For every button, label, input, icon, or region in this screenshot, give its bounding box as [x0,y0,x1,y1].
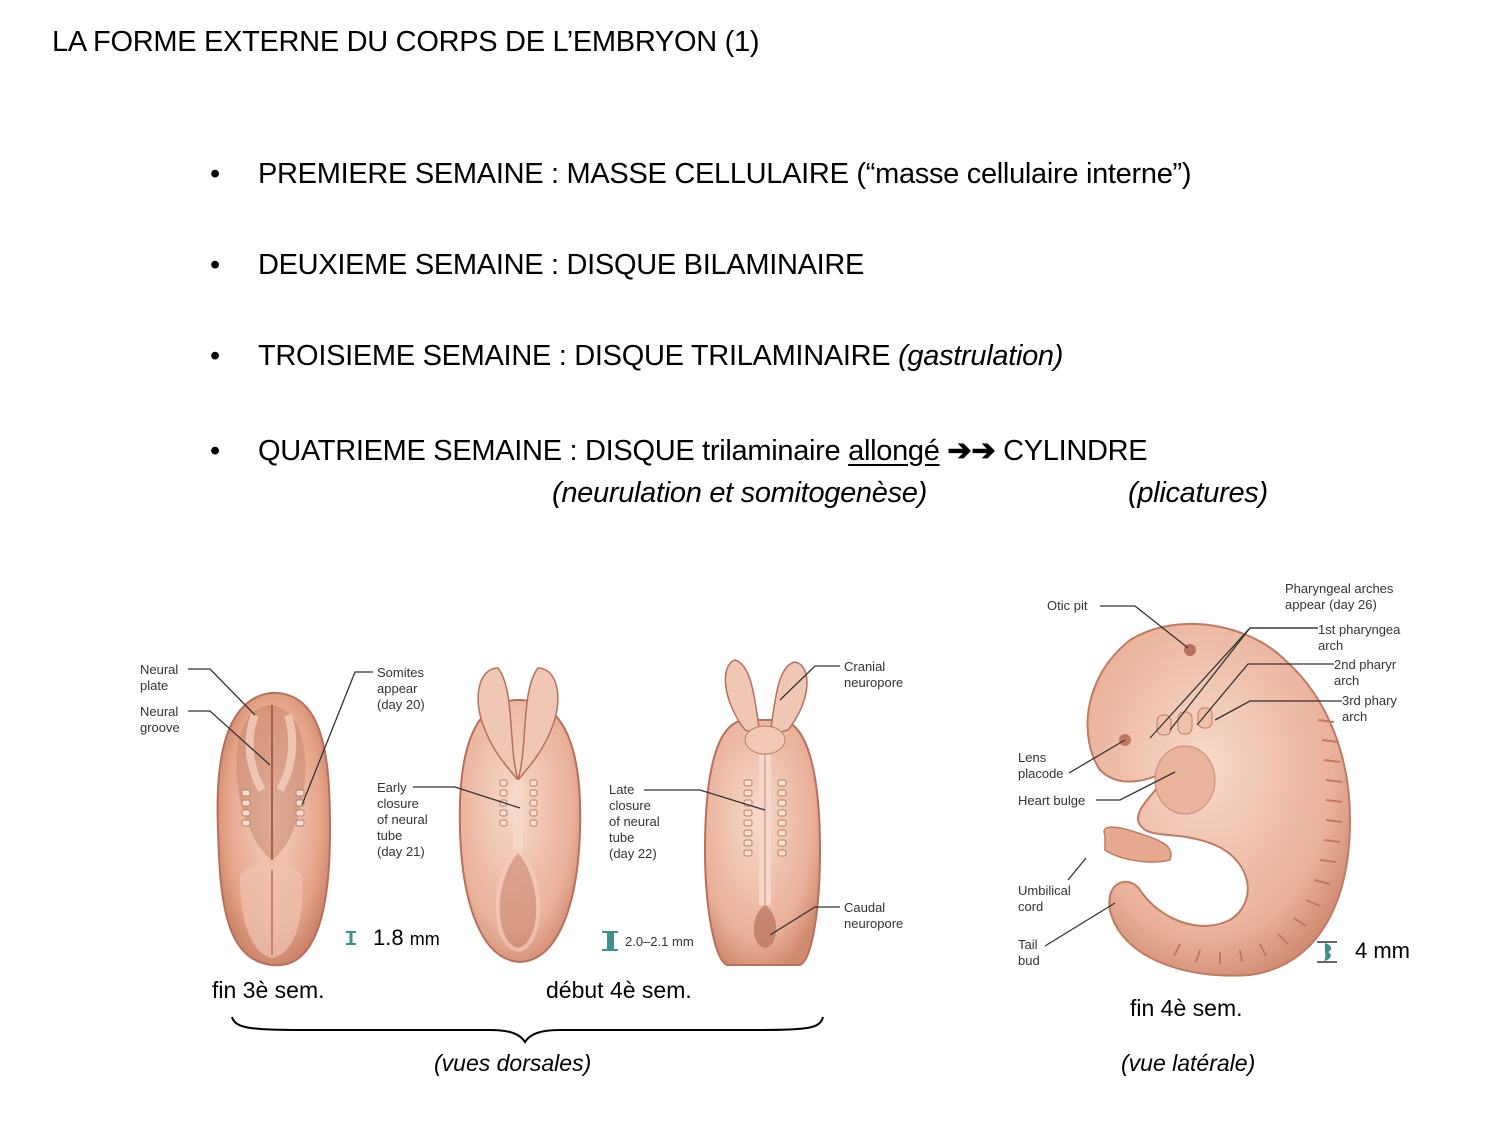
embryo-day21 [458,667,582,964]
caption-fin-4e-sem: fin 4è sem. [1130,995,1243,1021]
label-tail-bud: Tail bud [1018,937,1040,968]
scale-bar-icon [602,931,618,951]
bullet-text: QUATRIEME SEMAINE : DISQUE trilaminaire [258,435,849,467]
embryo-day22 [703,659,822,966]
bullet-text: PREMIERE SEMAINE : MASSE CELLULAIRE (“ma… [258,158,1192,190]
bullet-italic-note: (gastrulation) [898,340,1064,372]
label-cranial-neuropore: Cranial neuropore [844,659,904,690]
bullet-week-3: • TROISIEME SEMAINE : DISQUE TRILAMINAIRE… [210,340,1063,373]
bullet-week-4: • QUATRIEME SEMAINE : DISQUE trilaminaire… [210,433,1148,468]
label-arch-3: 3rd phary arch [1342,693,1397,724]
scale-4mm: 4 mm [1355,938,1410,963]
label-caudal-neuropore: Caudal neuropore [844,900,904,931]
label-neural-groove: Neural groove [140,704,180,735]
caption-vues-dorsales: (vues dorsales) [434,1050,592,1076]
bullet-dot: • [210,340,220,372]
label-lens-placode: Lens placode [1018,750,1064,781]
sub-note-neurulation: (neurulation et somitogenèse) [552,477,927,509]
label-umbilical-cord: Umbilical cord [1018,883,1071,914]
caption-fin-3e-sem: fin 3è sem. [212,977,325,1003]
label-arch-2: 2nd pharyr arch [1334,657,1397,688]
scale-unit: mm [409,929,440,949]
caption-vue-laterale: (vue latérale) [1121,1050,1256,1076]
bullet-end-text: CYLINDRE [1003,435,1148,467]
embryo-day20 [216,691,332,967]
bullet-dot: • [210,158,220,190]
bullet-text: TROISIEME SEMAINE : DISQUE TRILAMINAIRE [258,340,899,372]
label-pharyngeal-arches: Pharyngeal arches appear (day 26) [1285,581,1394,612]
underlined-word: allongé [848,435,940,467]
label-otic-pit: Otic pit [1047,598,1088,613]
bullet-week-1: • PREMIERE SEMAINE : MASSE CELLULAIRE (“m… [210,158,1192,191]
bullet-dot: • [210,249,220,281]
label-somites: Somites appear (day 20) [377,665,425,712]
scale-bar-embryo-icon [1317,941,1337,963]
scale-bar-icon [346,931,356,945]
bullet-week-2: • DEUXIEME SEMAINE : DISQUE BILAMINAIRE [210,249,864,282]
caption-debut-4e-sem: début 4è sem. [546,977,692,1003]
bullet-dot: • [210,435,220,467]
embryo-day26-lateral [1086,622,1352,977]
label-early-closure: Early closure of neural tube (day 21) [377,780,428,859]
slide-title: LA FORME EXTERNE DU CORPS DE L’EMBRYON (… [52,26,760,58]
scale-1-8mm: 1.8 mm [373,925,440,951]
label-late-closure: Late closure of neural tube (day 22) [609,782,660,861]
sub-note-plicatures: (plicatures) [1128,477,1268,509]
label-neural-plate: Neural plate [140,662,179,693]
bullet-text: DEUXIEME SEMAINE : DISQUE BILAMINAIRE [258,249,865,281]
scale-2mm: 2.0–2.1 mm [625,934,694,949]
brace [231,1016,824,1044]
label-heart-bulge: Heart bulge [1018,793,1086,808]
label-arch-1: 1st pharyngea arch [1318,622,1401,653]
scale-value: 1.8 [373,925,404,950]
double-arrow-icon: ➔➔ [947,435,996,467]
